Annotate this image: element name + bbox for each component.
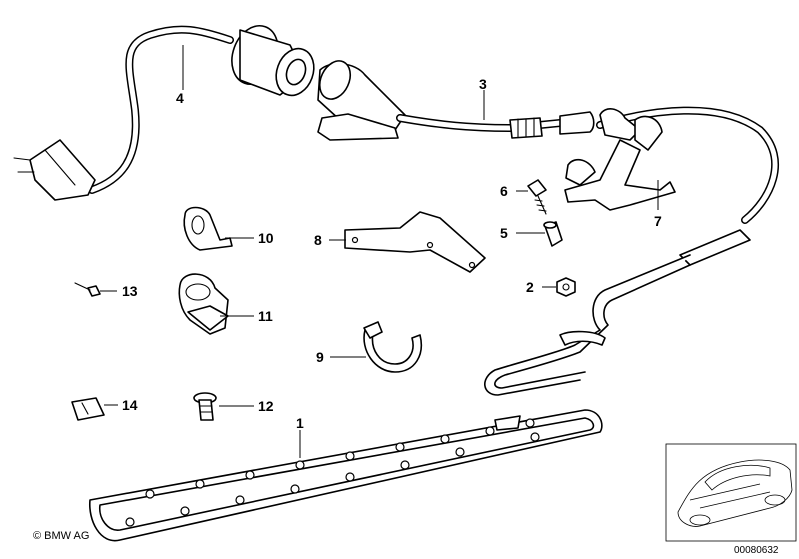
part-6-screw[interactable]	[527, 179, 547, 215]
callout-1: 1	[296, 415, 304, 431]
callout-3: 3	[479, 76, 487, 92]
callout-5: 5	[500, 225, 508, 241]
callout-11: 11	[258, 308, 273, 324]
part-11-double-clip[interactable]	[178, 273, 229, 335]
callout-14: 14	[122, 397, 138, 413]
callout-9: 9	[316, 349, 324, 365]
part-3-socket-housing[interactable]	[314, 56, 595, 141]
part-5-grommet[interactable]	[543, 221, 563, 247]
callouts: 1 2 3 4 5 6 7 8 9 10 11 12 13 14	[122, 76, 662, 431]
leader-lines	[100, 45, 659, 458]
callout-6: 6	[500, 183, 508, 199]
document-number: 00080632	[734, 545, 779, 556]
callout-12: 12	[258, 398, 274, 414]
part-4-cable-with-plug[interactable]	[13, 19, 320, 201]
part-7-bracket[interactable]	[564, 115, 676, 211]
callout-7: 7	[654, 213, 662, 229]
part-13-screw[interactable]	[74, 282, 101, 297]
part-14-clip-nut[interactable]	[71, 397, 105, 421]
callout-8: 8	[314, 232, 322, 248]
callout-2: 2	[526, 279, 534, 295]
plate-holes	[125, 415, 540, 527]
part-9-strap[interactable]	[363, 321, 422, 373]
copyright-notice: © BMW AG	[33, 530, 89, 542]
part-12-bolt[interactable]	[193, 392, 217, 421]
part-2-nut[interactable]	[556, 277, 576, 297]
callout-13: 13	[122, 283, 138, 299]
car-thumbnail	[665, 443, 797, 542]
callout-4: 4	[176, 90, 184, 106]
part-8-bracket[interactable]	[344, 211, 486, 273]
callout-10: 10	[258, 230, 274, 246]
part-10-cable-clip[interactable]	[183, 206, 233, 251]
